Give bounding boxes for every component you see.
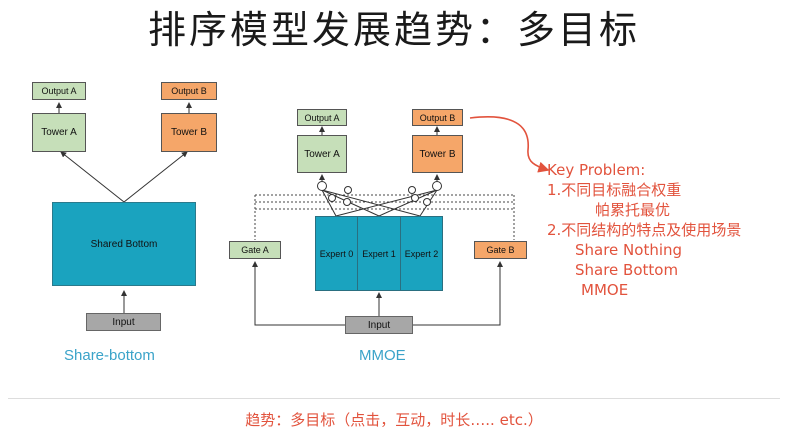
mmoe-gate-b: Gate B (474, 241, 527, 259)
sb-input: Input (86, 313, 161, 331)
footer-trend-text: 趋势：多目标（点击，互动，时长….. etc.） (245, 411, 543, 429)
sb-output-b: Output B (161, 82, 217, 100)
mmoe-tower-a: Tower A (297, 135, 347, 173)
shared-bottom-block: Shared Bottom (52, 202, 196, 286)
key-problem-line5: Share Bottom (575, 261, 679, 279)
slide-title: 排序模型发展趋势：多目标 (147, 8, 640, 52)
mmoe-experts-group: Expert 0 Expert 1 Expert 2 (315, 216, 443, 291)
mmoe-expert-0: Expert 0 (315, 216, 358, 291)
sb-output-a: Output A (32, 82, 86, 100)
mmoe-gate-a: Gate A (229, 241, 281, 259)
mmoe-output-b: Output B (412, 109, 463, 126)
key-problem-line4: Share Nothing (575, 241, 683, 259)
mmoe-tower-b: Tower B (412, 135, 463, 173)
mmoe-expert-1: Expert 1 (357, 216, 401, 291)
key-problem-line6: MMOE (581, 281, 629, 299)
mmoe-expert-2: Expert 2 (400, 216, 443, 291)
arrow-shared-to-tower-a (60, 151, 125, 203)
sb-tower-b: Tower B (161, 113, 217, 152)
key-problem-heading: Key Problem: (547, 161, 646, 179)
mmoe-output-a: Output A (297, 109, 347, 126)
sb-tower-a: Tower A (32, 113, 86, 152)
share-bottom-caption: Share-bottom (64, 347, 155, 364)
mmoe-caption: MMOE (359, 347, 406, 364)
key-problem-line3: 2.不同结构的特点及使用场景 (547, 221, 742, 239)
mmoe-input: Input (345, 316, 413, 334)
key-problem-line2: 帕累托最优 (595, 201, 671, 219)
key-problem-annotation: Key Problem: 1.不同目标融合权重 帕累托最优 2.不同结构的特点及… (547, 160, 741, 300)
arrow-shared-to-tower-b (123, 151, 188, 203)
footer-divider (8, 398, 780, 399)
key-problem-line1: 1.不同目标融合权重 (547, 181, 682, 199)
